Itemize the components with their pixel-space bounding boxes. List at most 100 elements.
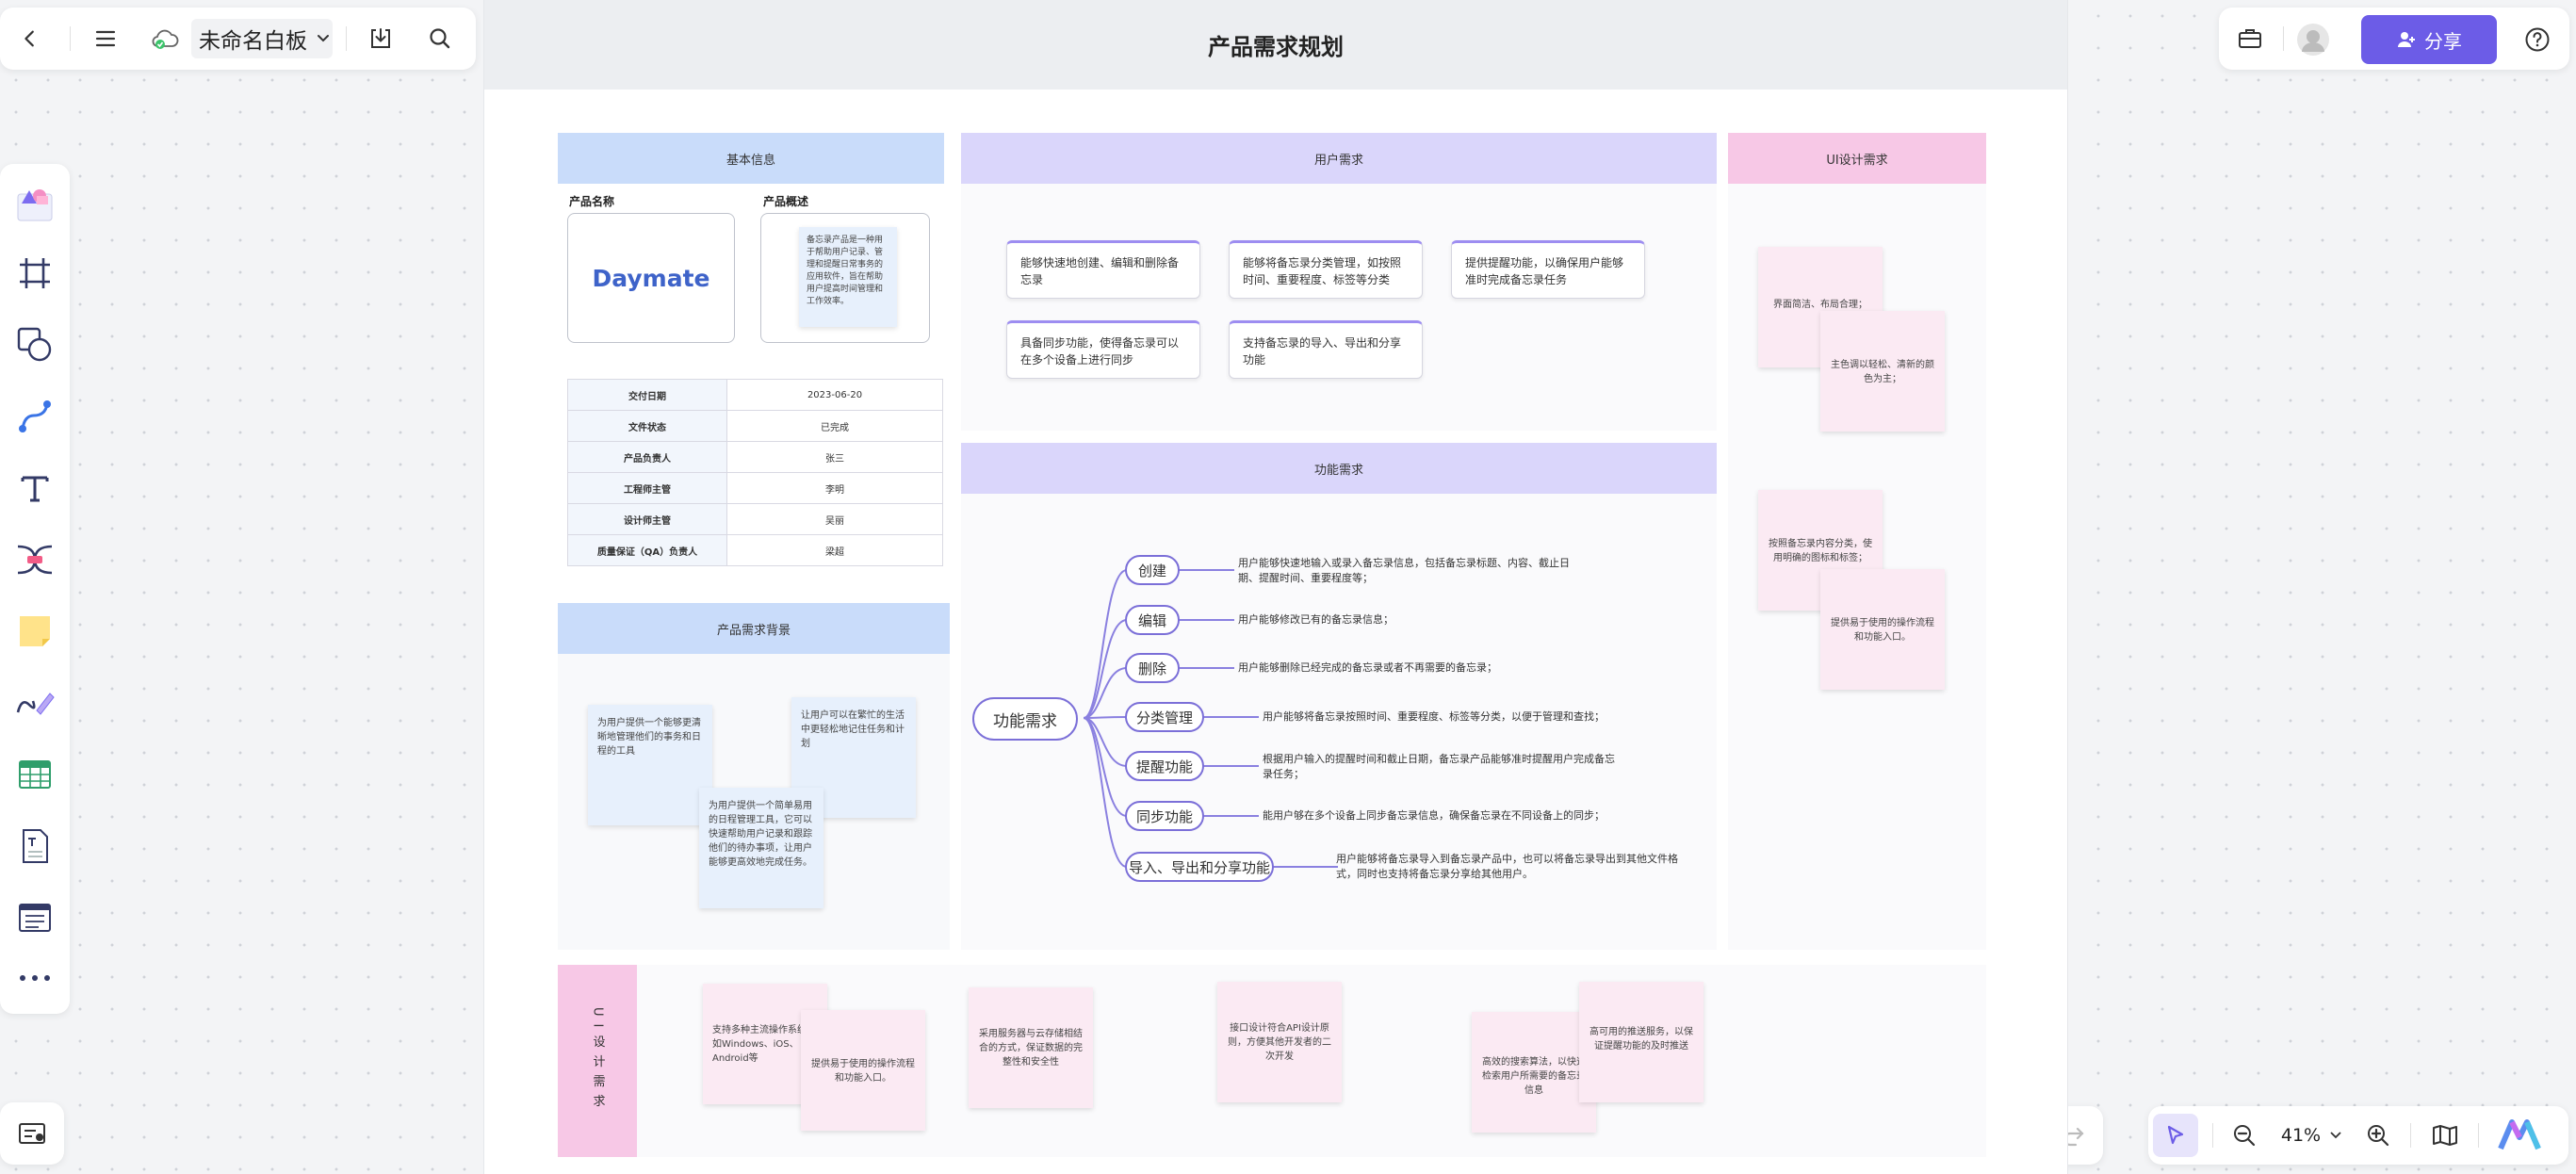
user-need-card[interactable]: 提供提醒功能，以确保用户能够准时完成备忘录任务 [1451,240,1645,299]
avatar[interactable] [2294,21,2332,58]
text-tool[interactable] [2,458,68,518]
shape-tool[interactable] [2,315,68,375]
pen-tool[interactable] [2,673,68,733]
table-value-cell[interactable]: 吴丽 [726,503,943,535]
mindmap-node-import-export[interactable]: 导入、导出和分享功能 [1125,852,1274,882]
user-need-card[interactable]: 能够将备忘录分类管理，如按照时间、重要程度、标签等分类 [1229,240,1423,299]
bottom-sticky[interactable]: 接口设计符合API设计原则，方便其他开发者的二次开发 [1217,982,1342,1102]
table-value-cell[interactable]: 已完成 [726,410,943,442]
divider [346,26,347,51]
search-button[interactable] [419,20,461,57]
shape-icon [17,327,52,362]
mindmap-node-edit[interactable]: 编辑 [1125,605,1180,635]
zoom-out-button[interactable] [2225,1117,2263,1154]
mindmap-tool[interactable] [2,530,68,590]
zoom-level: 41% [2280,1125,2322,1146]
document-tool[interactable] [2,816,68,876]
overview-sticky[interactable]: 备忘录产品是一种用于帮助用户记录、管理和提醒日常事务的应用软件，旨在帮助用户提高… [799,227,897,327]
zoom-level-dropdown[interactable]: 41% [2274,1117,2349,1154]
map-icon [2433,1125,2457,1146]
basic-info-header: 基本信息 [558,133,944,184]
user-need-card[interactable]: 能够快速地创建、编辑和删除备忘录 [1006,240,1200,299]
mindmap-node-reminder[interactable]: 提醒功能 [1125,751,1204,781]
bottom-sticky[interactable]: 提供易于使用的操作流程和功能入口。 [801,1010,925,1131]
table-key-cell[interactable]: 设计师主管 [567,503,727,535]
back-button[interactable] [9,20,51,57]
hamburger-menu-icon [95,30,116,47]
download-button[interactable] [360,20,401,57]
user-need-card[interactable]: 具备同步功能，使得备忘录可以在多个设备上进行同步 [1006,320,1200,379]
share-button[interactable]: 分享 [2361,15,2497,64]
mindmap-node-category[interactable]: 分类管理 [1125,702,1204,732]
table-value-cell[interactable]: 2023-06-20 [726,379,943,411]
select-tool-button[interactable] [2153,1114,2198,1157]
sticky-note-tool[interactable] [2,601,68,661]
divider [70,26,71,51]
ai-assistant-button[interactable] [2491,1115,2548,1156]
ui-needs-header: UI设计需求 [1728,133,1986,184]
mindmap-desc: 能用户够在多个设备上同步备忘录信息，确保备忘录在不同设备上的同步； [1263,809,1605,822]
user-needs-header: 用户需求 [961,133,1717,184]
tool-palette [0,164,70,1014]
table-row: 设计师主管吴丽 [567,503,943,535]
background-sticky-1[interactable]: 为用户提供一个能够更清晰地管理他们的事务和日程的工具 [588,705,712,825]
top-left-toolbar: 未命名白板 [0,8,476,70]
map-button[interactable] [2425,1117,2465,1154]
frame-icon [20,258,50,288]
document-icon [23,829,48,863]
background-header: 产品需求背景 [558,603,950,654]
table-row: 工程师主管李明 [567,472,943,504]
functional-needs-area [961,443,1717,950]
table-key-cell[interactable]: 文件状态 [567,410,727,442]
templates-tool[interactable] [2,173,68,234]
top-right-toolbar: 分享 [2219,8,2569,70]
mindmap-desc: 根据用户输入的提醒时间和截止日期，备忘录产品能够准时提醒用户完成备忘录任务； [1263,753,1615,780]
board-title: 产品需求规划 [484,0,2067,90]
mindmap-desc: 用户能够删除已经完成的备忘录或者不再需要的备忘录； [1238,661,1497,674]
table-key-cell[interactable]: 交付日期 [567,379,727,411]
table-key-cell[interactable]: 质量保证（QA）负责人 [567,534,727,566]
briefcase-button[interactable] [2228,20,2272,57]
outline-button[interactable] [0,1102,64,1165]
more-tools-button[interactable] [2,955,68,1001]
product-name-box[interactable]: Daymate [567,213,735,343]
ui-need-sticky[interactable]: 提供易于使用的操作流程和功能入口。 [1820,569,1945,690]
zoom-controls: 41% [2148,1106,2568,1165]
table-key-cell[interactable]: 产品负责人 [567,441,727,473]
user-need-card[interactable]: 支持备忘录的导入、导出和分享功能 [1229,320,1423,379]
table-row: 产品负责人张三 [567,441,943,473]
whiteboard-frame[interactable]: 产品需求规划 基本信息 产品名称 Daymate 产品概述 备忘录产品是一种用于… [484,0,2067,1174]
briefcase-icon [2239,29,2261,48]
ai-logo-icon [2498,1119,2541,1150]
table-value-cell[interactable]: 李明 [726,472,943,504]
help-icon [2525,27,2550,52]
product-overview-box[interactable]: 备忘录产品是一种用于帮助用户记录、管理和提醒日常事务的应用软件，旨在帮助用户提高… [760,213,930,343]
help-button[interactable] [2519,21,2556,58]
chevron-down-icon [318,35,329,42]
mindmap-node-sync[interactable]: 同步功能 [1125,801,1204,831]
list-icon [19,904,51,932]
table-value-cell[interactable]: 梁超 [726,534,943,566]
mindmap-root-node[interactable]: 功能需求 [972,697,1078,741]
bottom-sticky[interactable]: 采用服务器与云存储相结合的方式，保证数据的完整性和安全性 [969,987,1093,1108]
table-key-cell[interactable]: 工程师主管 [567,472,727,504]
table-tool[interactable] [2,744,68,805]
connector-tool[interactable] [2,386,68,447]
bottom-sticky[interactable]: 高效的搜索算法，以快速检索用户所需要的备忘录信息 [1472,1012,1596,1133]
ui-need-sticky[interactable]: 主色调以轻松、清新的颜色为主； [1820,311,1945,432]
menu-button[interactable] [85,20,126,57]
mindmap-desc: 用户能够修改已有的备忘录信息； [1238,613,1394,626]
zoom-out-icon [2234,1125,2256,1147]
board-name-button[interactable]: 未命名白板 [191,19,333,58]
background-sticky-3[interactable]: 为用户提供一个简单易用的日程管理工具，它可以快速帮助用户记录和跟踪他们的待办事项… [699,788,823,908]
frame-tool[interactable] [2,243,68,303]
zoom-in-button[interactable] [2359,1117,2397,1154]
list-tool[interactable] [2,888,68,948]
table-value-cell[interactable]: 张三 [726,441,943,473]
user-avatar-icon [2297,24,2329,56]
bottom-sticky[interactable]: 高可用的推送服务，以保证提醒功能的及时推送 [1579,982,1704,1102]
mindmap-node-delete[interactable]: 删除 [1125,653,1180,683]
sticky-note-icon [20,616,50,646]
mindmap-node-create[interactable]: 创建 [1125,555,1180,585]
